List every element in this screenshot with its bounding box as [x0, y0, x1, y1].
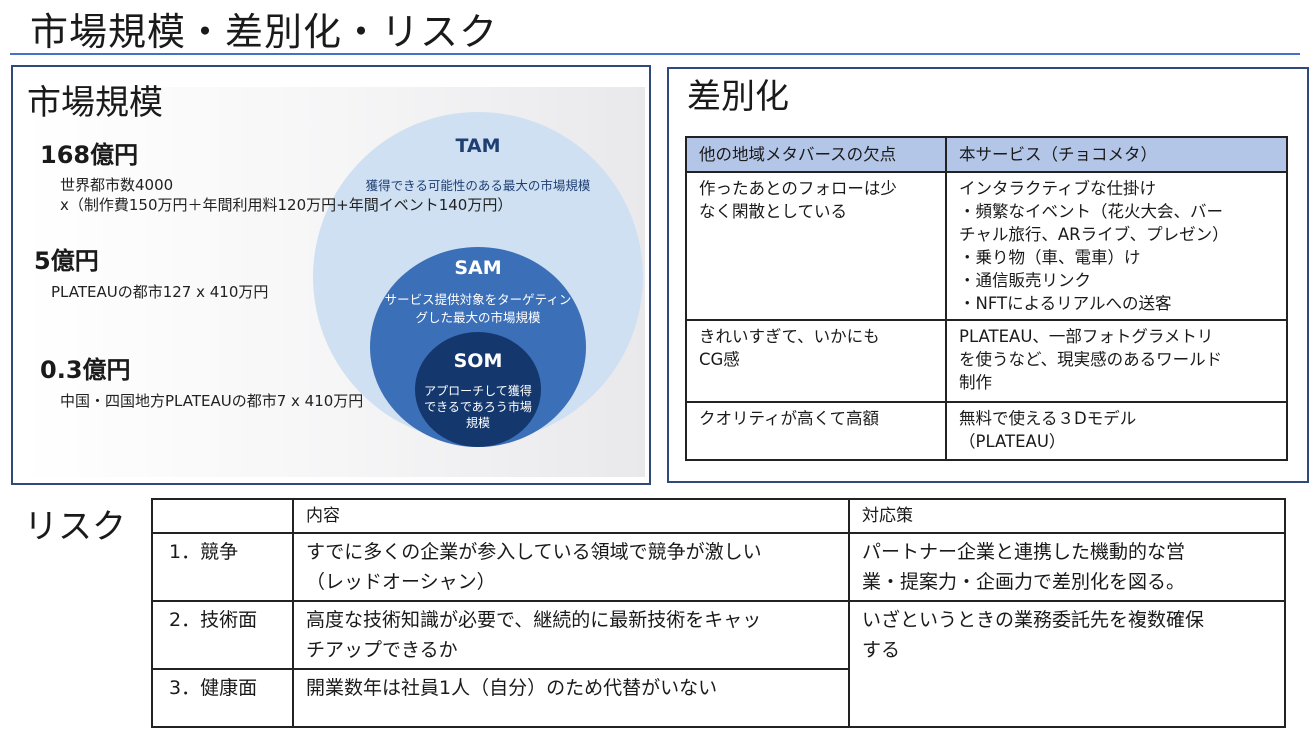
- text-line: チアップできるか: [306, 639, 458, 661]
- page-title: 市場規模・差別化・リスク: [30, 10, 499, 54]
- tam-formula-line2: x（制作費150万円＋年間利用料120万円+年間イベント140万円）: [60, 196, 513, 214]
- risk-content: 高度な技術知識が必要で、継続的に最新技術をキャッ チアップできるか: [292, 600, 850, 670]
- risk-heading: リスク: [24, 507, 126, 547]
- som-desc-line2: できるであろう市場: [424, 400, 532, 414]
- text-line: （PLATEAU）: [959, 432, 1066, 451]
- table-row: 2．技術面 高度な技術知識が必要で、継続的に最新技術をキャッ チアップできるか …: [151, 600, 1286, 728]
- text-line: ・NFTによるリアルへの送客: [959, 294, 1172, 313]
- text-line: すでに多くの企業が参入している領域で競争が激しい: [306, 541, 762, 563]
- som-formula: 中国・四国地方PLATEAUの都市7 x 410万円: [60, 392, 364, 410]
- table-row: 1．競争 すでに多くの企業が参入している領域で競争が激しい （レッドオーシャン）…: [151, 532, 1286, 602]
- title-underline: [10, 53, 1300, 55]
- strength-cell: インタラクティブな仕掛け ・頻繁なイベント（花火大会、バー チャル旅行、ARライ…: [945, 171, 1288, 321]
- risk-content: 開業数年は社員1人（自分）のため代替がいない: [292, 668, 850, 728]
- som-value: 0.3億円: [40, 356, 131, 384]
- sam-desc-line1: サービス提供対象をターゲティン: [384, 292, 572, 307]
- text-line: パートナー企業と連携した機動的な営: [862, 541, 1186, 563]
- text-line: を使うなど、現実感のあるワールド: [959, 350, 1223, 369]
- text-line: ・乗り物（車、電車）け: [959, 248, 1141, 267]
- market-heading: 市場規模: [27, 83, 163, 123]
- som-desc-line3: 規模: [465, 416, 490, 430]
- risk-number: 3．健康面: [151, 668, 294, 728]
- sam-desc-line2: グした最大の市場規模: [415, 310, 541, 325]
- tam-desc: 獲得できる可能性のある最大の市場規模: [365, 178, 591, 193]
- som-label: SOM: [453, 350, 503, 372]
- som-circle: [415, 332, 541, 447]
- text-line: 作ったあとのフォローは少: [699, 179, 897, 198]
- text-line: する: [862, 639, 901, 661]
- risk-number: 2．技術面: [151, 600, 294, 670]
- table-row: クオリティが高くて高額 無料で使える３Dモデル （PLATEAU）: [685, 401, 1288, 461]
- text-line: ・通信販売リンク: [959, 271, 1091, 290]
- header-content: 内容: [292, 498, 850, 534]
- strength-cell: 無料で使える３Dモデル （PLATEAU）: [945, 401, 1288, 461]
- header-measure: 対応策: [848, 498, 1286, 534]
- table-row: 3．健康面 開業数年は社員1人（自分）のため代替がいない: [151, 668, 1285, 728]
- sam-value: 5億円: [34, 247, 99, 275]
- text-line: クオリティが高くて高額: [699, 409, 880, 428]
- text-line: なく閑散としている: [699, 202, 848, 221]
- differentiation-table: 他の地域メタバースの欠点 本サービス（チョコメタ） 作ったあとのフォローは少 な…: [685, 136, 1288, 461]
- table-row: 作ったあとのフォローは少 なく閑散としている インタラクティブな仕掛け ・頻繁な…: [685, 171, 1288, 321]
- text-line: （レッドオーシャン）: [306, 571, 496, 593]
- table-row: きれいすぎて、いかにも CG感 PLATEAU、一部フォトグラメトリ を使うなど…: [685, 319, 1288, 403]
- strength-cell: PLATEAU、一部フォトグラメトリ を使うなど、現実感のあるワールド 制作: [945, 319, 1288, 403]
- risk-content: すでに多くの企業が参入している領域で競争が激しい （レッドオーシャン）: [292, 532, 850, 602]
- text-line: ・頻繁なイベント（花火大会、バー: [959, 202, 1223, 221]
- risk-measure: パートナー企業と連携した機動的な営 業・提案力・企画力で差別化を図る。: [848, 532, 1286, 602]
- text-line: インタラクティブな仕掛け: [959, 179, 1157, 198]
- weakness-cell: きれいすぎて、いかにも CG感: [685, 319, 947, 403]
- text-line: CG感: [699, 350, 740, 369]
- som-desc-line1: アプローチして獲得: [424, 384, 532, 398]
- text-line: 高度な技術知識が必要で、継続的に最新技術をキャッ: [306, 609, 762, 631]
- header-our-service: 本サービス（チョコメタ）: [945, 136, 1288, 173]
- text-line: いざというときの業務委託先を複数確保: [862, 609, 1205, 631]
- text-line: 制作: [959, 373, 992, 392]
- tam-formula-line1: 世界都市数4000: [60, 176, 174, 194]
- text-line: PLATEAU、一部フォトグラメトリ: [959, 327, 1214, 346]
- header-blank: [151, 498, 294, 534]
- weakness-cell: クオリティが高くて高額: [685, 401, 947, 461]
- header-competitor-weakness: 他の地域メタバースの欠点: [685, 136, 947, 173]
- text-line: 業・提案力・企画力で差別化を図る。: [862, 571, 1186, 593]
- market-size-panel: 市場規模 TAM 獲得できる可能性のある最大の市場規模 SAM サービス提供対象…: [11, 65, 651, 485]
- tam-value: 168億円: [40, 141, 139, 169]
- text-line: 無料で使える３Dモデル: [959, 409, 1137, 428]
- sam-label: SAM: [454, 257, 502, 279]
- table-header-row: 内容 対応策: [151, 498, 1286, 534]
- differentiation-panel: 差別化 他の地域メタバースの欠点 本サービス（チョコメタ） 作ったあとのフォロー…: [667, 67, 1309, 483]
- tam-label: TAM: [455, 135, 501, 157]
- text-line: きれいすぎて、いかにも: [699, 327, 880, 346]
- sam-formula: PLATEAUの都市127 x 410万円: [51, 283, 269, 301]
- differentiation-heading: 差別化: [687, 77, 789, 117]
- risk-measure: いざというときの業務委託先を複数確保 する: [848, 600, 1286, 728]
- risk-number: 1．競争: [151, 532, 294, 602]
- table-header-row: 他の地域メタバースの欠点 本サービス（チョコメタ）: [685, 136, 1288, 173]
- risk-table: 内容 対応策 1．競争 すでに多くの企業が参入している領域で競争が激しい （レッ…: [151, 498, 1286, 728]
- weakness-cell: 作ったあとのフォローは少 なく閑散としている: [685, 171, 947, 321]
- text-line: チャル旅行、ARライブ、プレゼン）: [959, 225, 1229, 244]
- text-line: 開業数年は社員1人（自分）のため代替がいない: [306, 677, 718, 699]
